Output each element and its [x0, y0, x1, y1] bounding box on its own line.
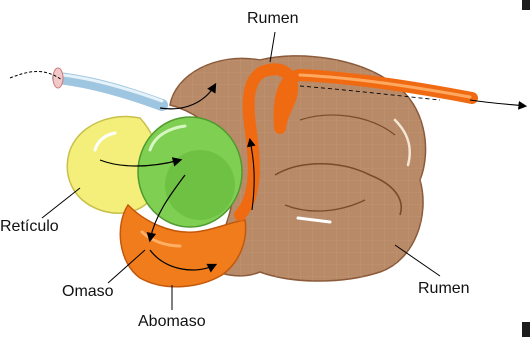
edge-bar-top	[522, 0, 530, 10]
label-omaso: Omaso	[62, 283, 114, 301]
label-rumen-right: Rumen	[418, 280, 470, 298]
label-reticulo: Retículo	[0, 218, 59, 236]
esophagus	[58, 78, 162, 105]
flow-arrow-exit	[470, 100, 525, 106]
edge-bar-bottom	[522, 322, 530, 337]
omasum-shade	[165, 150, 235, 220]
label-abomaso: Abomaso	[138, 313, 206, 331]
esophagus-opening	[53, 68, 63, 88]
leader-line-rumen-right	[395, 245, 440, 276]
label-rumen-top: Rumen	[247, 10, 299, 28]
leader-line-reticulo	[42, 188, 80, 218]
